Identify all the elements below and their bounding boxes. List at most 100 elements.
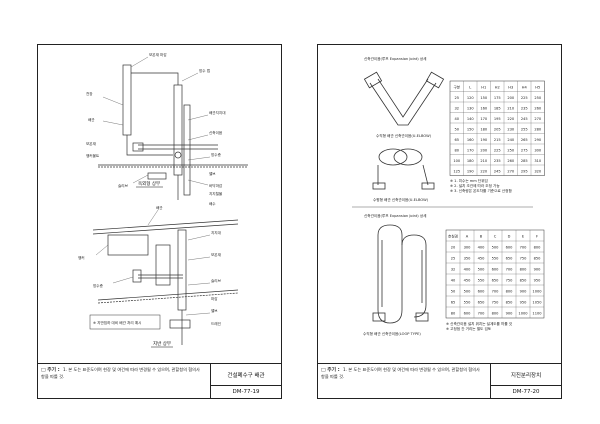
left-note: □ 주기 : 1. 본 도는 표준도이며 현장 및 여건에 따라 변경될 수 있… [41,367,201,380]
table-cell: 20 [451,246,456,250]
drawing-title: 지진분리장치 [490,364,561,386]
table-header-cell: L [469,85,471,89]
table-cell: 1050 [532,301,542,305]
table-header-cell: F [536,235,538,239]
table-cell: 950 [534,279,542,283]
table-cell: 130 [467,106,475,110]
drawing-title: 건설폐수구 배관 [210,364,281,386]
table-header-cell: H1 [481,85,486,89]
table-header-cell: D [508,235,511,239]
table-cell: 800 [506,290,514,294]
table-cell: 450 [464,279,472,283]
fig2-label: 밸브 [211,308,218,313]
table-cell: 32 [454,106,459,110]
table-cell: 80 [454,148,459,152]
table-cell: 900 [506,312,514,316]
table-cell: 850 [534,257,542,261]
table-cell: 550 [492,257,500,261]
table-cell: 450 [478,257,486,261]
table-cell: 285 [521,159,528,163]
table-cell: 265 [521,138,528,142]
table-note: ※ 1. 치수는 mm 단위임 [450,178,488,183]
table-cell: 600 [464,312,472,316]
fig2-label-group: 배관 지지대 보온재 슬리브 밸브 앵커 방수층 마감 드레인 [78,205,222,326]
table-cell: 250 [507,148,515,152]
fig1-label: 방수 캡 [199,68,210,73]
table-cell: 180 [480,127,488,131]
drawing-code: DM-77-20 [490,385,561,398]
table-cell: 185 [494,106,501,110]
table-header-cell: H5 [535,85,540,89]
table-cell: 190 [467,169,475,173]
table-cell: 65 [454,138,459,142]
table-cell: 350 [464,257,472,261]
table-header-cell: C [494,235,497,239]
table-cell: 700 [520,246,528,250]
table-cell: 700 [492,290,500,294]
table-cell: 310 [534,159,542,163]
table-cell: 950 [520,301,528,305]
fig1-label: 천장 [86,91,93,96]
table-cell: 32 [451,268,456,272]
fig1-label: 방수층 [211,152,222,157]
table-cell: 750 [506,279,514,283]
table-cell: 210 [507,106,515,110]
table-cell: 500 [478,268,486,272]
spec-table-2-notes: ※ 신축관이음 설치 위치는 설계도를 따를 것※ 고정점 간 거리는 별도 검… [446,321,513,331]
table-cell: 190 [480,138,488,142]
fig1-label: 지지철물 [209,191,223,196]
table-cell: 230 [507,127,515,131]
fig-top-coil [372,148,435,190]
note-text: 1. 본 도는 표준도이며 현장 및 여건에 따라 변경될 수 있으며, 관할청… [321,367,480,379]
table-cell: 40 [451,279,456,283]
table-cell: 235 [494,159,501,163]
left-title-block: □ 주기 : 1. 본 도는 표준도이며 현장 및 여건에 따라 변경될 수 있… [38,363,281,398]
table-cell: 700 [478,312,486,316]
table-cell: 80 [451,312,456,316]
fig1-label-group: 보온재 마감 방수 캡 배관지지대 신축이음 방수층 바닥마감 천장 배관 슬리… [86,52,226,206]
fig1-label: 앵커볼트 [86,153,100,158]
left-drawing-area: 보온재 마감 방수 캡 배관지지대 신축이음 방수층 바닥마감 천장 배관 슬리… [78,52,248,348]
fig-bottom-heading: 신축관이음(루프 Expansion Joint) 상세 [364,213,426,218]
fig2-leaders [95,209,211,316]
fig-top-v-elbow [363,71,445,126]
fig2-label: 보온재 [211,252,221,257]
table-cell: 220 [507,117,515,121]
table-header-cell: 호칭경 [448,234,458,239]
table-cell: 600 [506,246,514,250]
table-cell: 400 [478,246,486,250]
table-cell: 850 [520,279,528,283]
table-cell: 600 [478,290,486,294]
fig1-label: 보온재 [86,141,96,146]
table-cell: 900 [534,268,542,272]
table-cell: 650 [506,257,514,261]
note-text: 1. 본 도는 표준도이며 현장 및 여건에 따라 변경될 수 있으며, 관할청… [41,367,200,379]
table-cell: 700 [506,268,514,272]
table-header-cell: E [522,235,525,239]
table-header-cell: A [466,235,469,239]
drawing-code: DM-77-19 [210,385,281,398]
table-cell: 600 [492,268,500,272]
table-header-cell: H2 [495,85,500,89]
fig1-label: 보온재 마감 [149,52,167,57]
fig-top-caption: 수평형 배관 신축관이음(U-ELBOW) [373,197,429,202]
table-cell: 170 [467,148,475,152]
table-border [449,80,545,176]
fig1-pipes [98,64,248,200]
spec-table-1-notes: ※ 1. 치수는 mm 단위임※ 2. 설치 조건에 따라 조정 가능※ 3. … [450,178,512,193]
table-header-cell: H3 [508,85,513,89]
right-title-block: □ 주기 : 1. 본 도는 표준도이며 현장 및 여건에 따라 변경될 수 있… [318,363,561,398]
table-cell: 500 [464,290,472,294]
fig2-label: 드레인 [211,321,221,326]
fig2-label: 지지대 [211,230,221,235]
table-cell: 250 [534,96,542,100]
table-cell: 215 [494,138,501,142]
fig-bottom-caption: 수직형 배관 신축관이음(LOOP TYPE) [363,331,421,336]
table-cell: 500 [492,246,500,250]
table-cell: 550 [478,279,486,283]
fig1-label: 슬리브 [118,183,129,188]
right-drawing-area: 신축관이음(루프 Expansion Joint) 상세 수직형 배관 신축관이… [352,56,545,336]
note-label: □ 주기 : [321,368,340,373]
table-cell: 295 [521,169,528,173]
table-cell: 170 [480,117,488,121]
